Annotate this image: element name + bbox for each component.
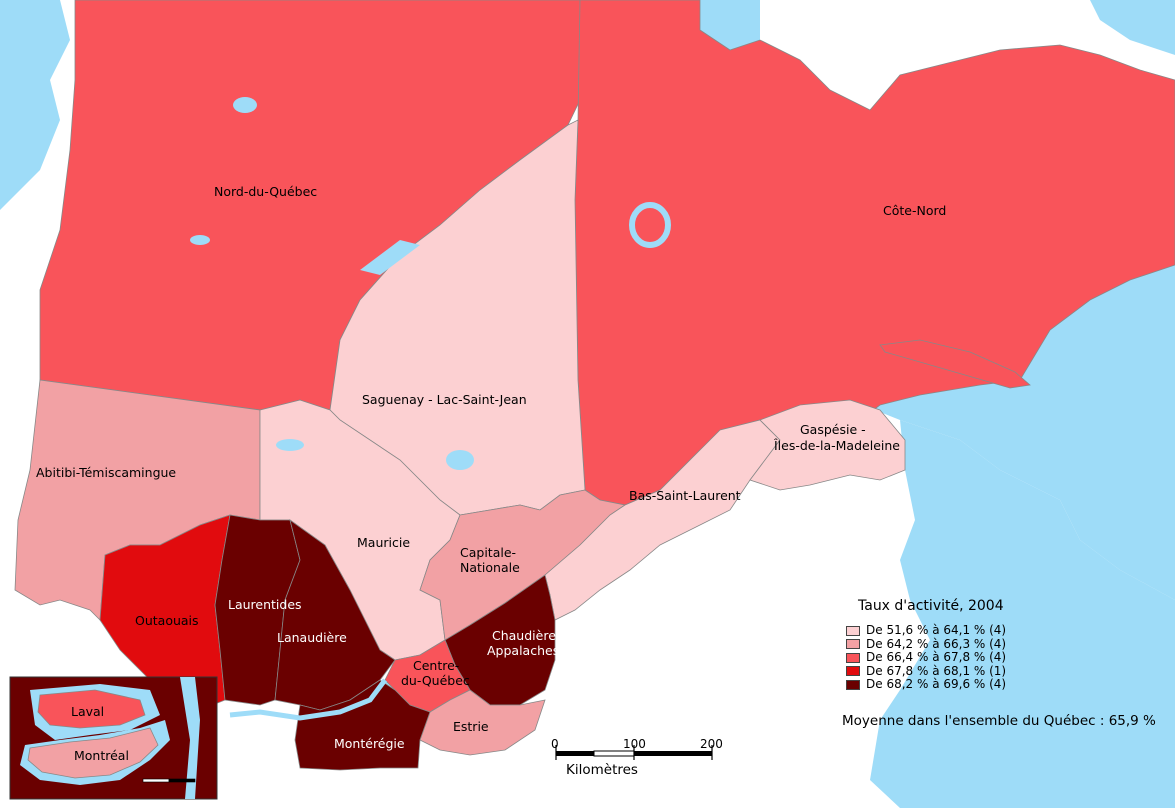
label-capitale-1: Capitale- xyxy=(460,545,516,560)
legend-item-label: De 67,8 % à 68,1 % (1) xyxy=(866,663,1007,678)
label-outaouais: Outaouais xyxy=(135,613,199,628)
legend-swatch xyxy=(846,666,860,677)
label-chaudiere-2: Appalaches xyxy=(487,643,559,658)
region-estrie[interactable] xyxy=(419,689,546,756)
region-monteregie[interactable] xyxy=(294,679,431,771)
inset-map-montreal-laval: Laval Montréal xyxy=(9,676,218,800)
legend-item: De 64,2 % à 66,3 % (4) xyxy=(846,636,1007,652)
legend-swatch xyxy=(846,625,860,636)
legend-title: Taux d'activité, 2004 xyxy=(858,598,1004,614)
labrador-water xyxy=(1090,0,1175,55)
legend-item-label: De 66,4 % à 67,8 % (4) xyxy=(866,650,1007,664)
legend-item: De 68,2 % à 69,6 % (4) xyxy=(846,677,1007,692)
legend-swatch xyxy=(846,679,860,690)
anticosti-island xyxy=(879,339,1031,389)
legend-item: De 51,6 % à 64,1 % (4) xyxy=(846,623,1007,638)
scale-bar xyxy=(555,745,713,760)
lake xyxy=(360,240,420,275)
label-gaspesie-2: Îles-de-la-Madeleine xyxy=(773,438,900,453)
gulf-water xyxy=(370,265,1175,702)
scale-tick-200: 200 xyxy=(700,737,723,751)
lake-saint-jean xyxy=(446,450,474,470)
lake xyxy=(629,202,671,248)
lake xyxy=(190,235,210,245)
lake xyxy=(233,97,257,113)
scale-unit-label: Kilomètres xyxy=(566,762,638,778)
legend-item: De 66,4 % à 67,8 % (4) xyxy=(846,650,1007,665)
gulf-south-water xyxy=(870,420,1175,808)
label-cote-nord: Côte-Nord xyxy=(883,203,946,218)
lake xyxy=(276,439,304,451)
inset-scale-bar xyxy=(142,778,196,783)
label-bas-saint-laurent: Bas-Saint-Laurent xyxy=(629,488,741,503)
label-estrie: Estrie xyxy=(453,719,489,734)
st-lawrence-river xyxy=(229,678,387,721)
label-monteregie: Montérégie xyxy=(334,736,405,751)
scale-tick-100: 100 xyxy=(623,737,646,751)
legend-item-label: De 68,2 % à 69,6 % (4) xyxy=(866,677,1007,691)
ungava-water xyxy=(700,0,760,50)
label-abitibi: Abitibi-Témiscamingue xyxy=(36,465,176,480)
label-montreal: Montréal xyxy=(74,748,129,763)
james-bay-water xyxy=(0,0,70,210)
label-lanaudiere: Lanaudière xyxy=(277,630,347,645)
label-gaspesie-1: Gaspésie - xyxy=(800,422,866,437)
legend-swatch xyxy=(846,652,860,663)
label-laval: Laval xyxy=(71,704,104,719)
legend-item: De 67,8 % à 68,1 % (1) xyxy=(846,663,1007,679)
label-laurentides: Laurentides xyxy=(228,597,302,612)
inset-region-laval[interactable] xyxy=(37,689,146,729)
legend-item-label: De 64,2 % à 66,3 % (4) xyxy=(866,636,1007,651)
label-centre-2: du-Québec xyxy=(401,673,470,688)
legend: De 51,6 % à 64,1 % (4) De 64,2 % à 66,3 … xyxy=(846,623,1007,692)
region-gaspesie[interactable] xyxy=(749,399,906,491)
label-nord-du-quebec: Nord-du-Québec xyxy=(214,184,317,199)
label-centre-1: Centre- xyxy=(413,658,459,673)
label-chaudiere-1: Chaudière- xyxy=(492,628,560,643)
legend-item-label: De 51,6 % à 64,1 % (4) xyxy=(866,623,1007,637)
label-saguenay: Saguenay - Lac-Saint-Jean xyxy=(362,392,527,407)
quebec-mean-note: Moyenne dans l'ensemble du Québec : 65,9… xyxy=(842,713,1156,729)
inset-region-montreal[interactable] xyxy=(27,727,159,779)
scale-tick-0: 0 xyxy=(551,737,559,751)
label-capitale-2: Nationale xyxy=(460,560,520,575)
label-mauricie: Mauricie xyxy=(357,535,410,550)
legend-swatch xyxy=(846,639,860,650)
